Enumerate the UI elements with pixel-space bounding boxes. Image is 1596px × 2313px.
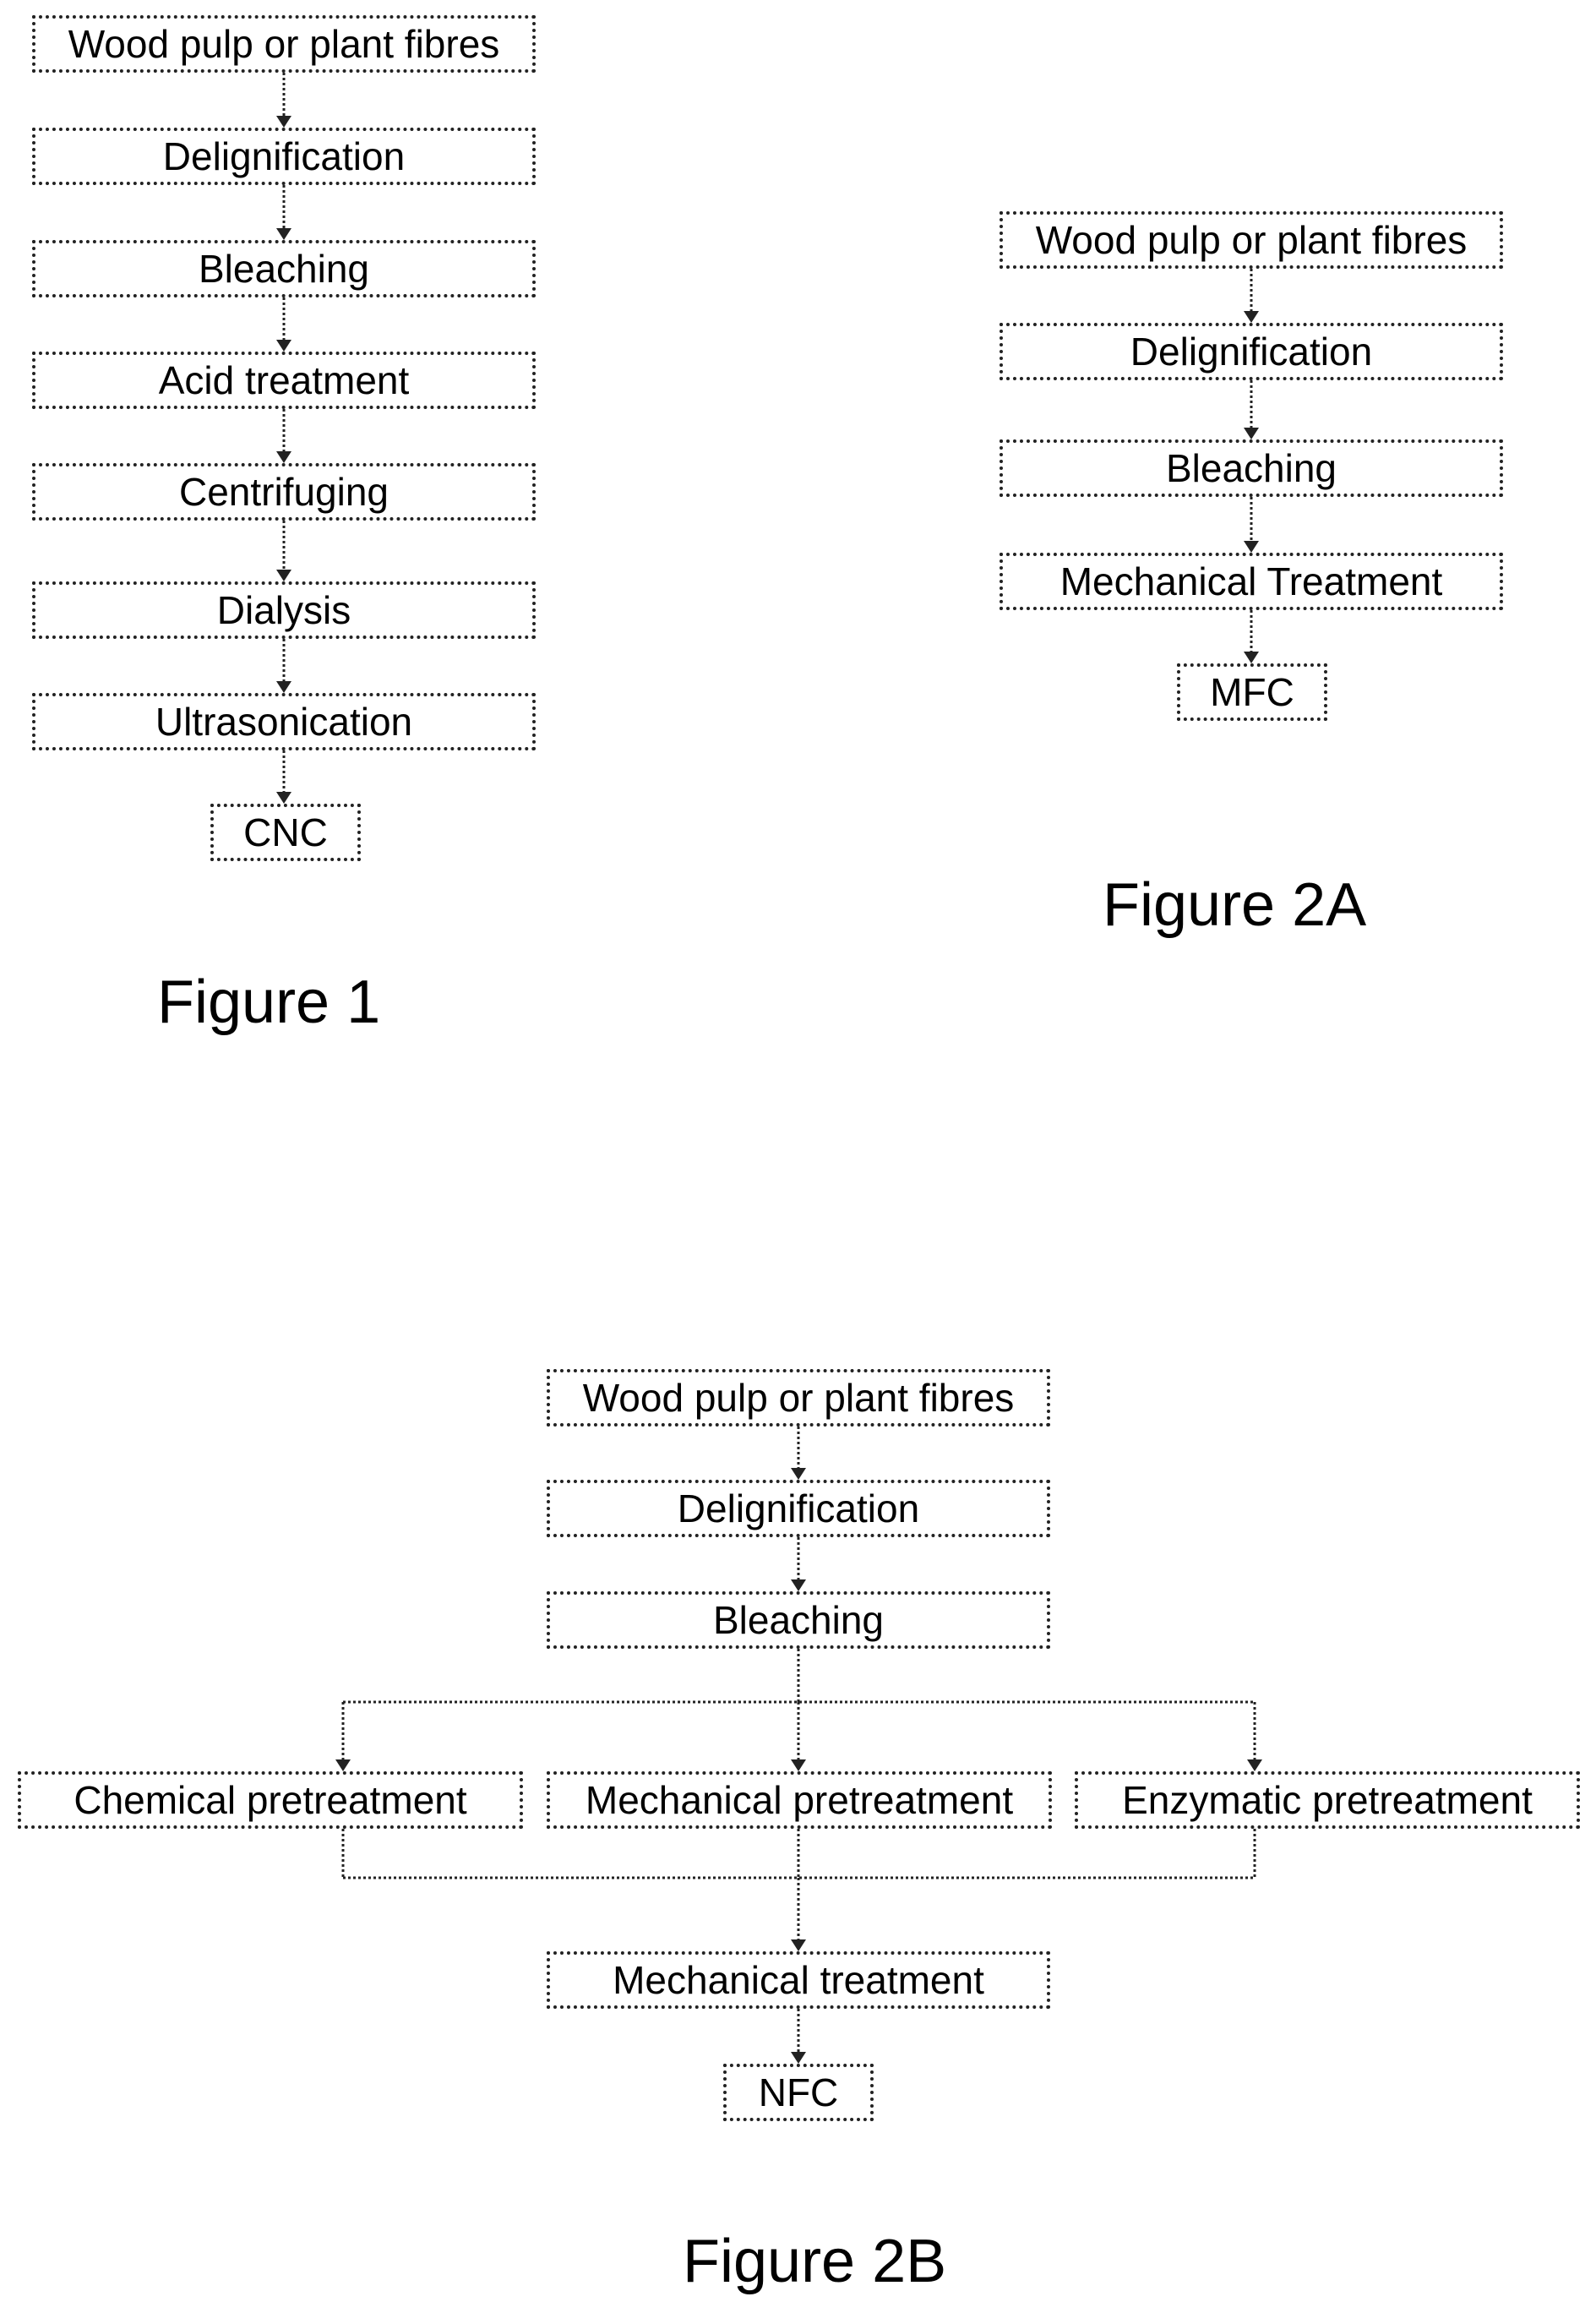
fig1-arrow-4-head (276, 451, 291, 463)
fig1-step-delignification: Delignification (32, 128, 536, 185)
fig1-caption: Figure 1 (157, 972, 380, 1033)
fig2b-step-wood-pulp: Wood pulp or plant fibres (547, 1369, 1050, 1427)
fig1-arrow-6-head (276, 681, 291, 693)
fig2b-product-nfc: NFC (723, 2064, 874, 2121)
fig2a-arrow-1-head (1244, 311, 1259, 323)
fig2b-arrow-enzymatic-head (1247, 1759, 1262, 1771)
fig1-step-bleaching: Bleaching (32, 240, 536, 297)
fig2b-arrow-1-head (791, 1468, 806, 1480)
fig2b-arrow-nfc-head (791, 2052, 806, 2064)
fig2b-step-bleaching: Bleaching (547, 1591, 1050, 1649)
fig1-arrow-1-head (276, 116, 291, 128)
fig2b-enzymatic-pretreatment: Enzymatic pretreatment (1075, 1771, 1580, 1829)
fig1-arrow-5-head (276, 570, 291, 581)
fig2a-arrow-4-head (1244, 652, 1259, 663)
fig1-arrow-7-head (276, 792, 291, 804)
fig1-step-acid-treatment: Acid treatment (32, 352, 536, 409)
fig1-arrow-2-head (276, 228, 291, 240)
fig2b-arrow-merge-head (791, 1939, 806, 1951)
fig2a-arrow-2-head (1244, 428, 1259, 439)
fig1-arrow-3-head (276, 340, 291, 352)
fig2b-caption: Figure 2B (683, 2231, 946, 2292)
fig1-step-centrifuging: Centrifuging (32, 463, 536, 521)
fig2a-arrow-3-head (1244, 541, 1259, 553)
fig2b-mechanical-treatment: Mechanical treatment (547, 1951, 1050, 2009)
fig1-step-ultrasonication: Ultrasonication (32, 693, 536, 750)
fig2b-arrow-chemical-head (335, 1759, 351, 1771)
fig2b-mechanical-pretreatment: Mechanical pretreatment (547, 1771, 1052, 1829)
fig2b-arrow-2-head (791, 1579, 806, 1591)
fig2b-step-delignification: Delignification (547, 1480, 1050, 1537)
fig2a-step-bleaching: Bleaching (1000, 439, 1503, 497)
fig1-product-cnc: CNC (210, 804, 361, 861)
fig2a-step-mechanical-treatment: Mechanical Treatment (1000, 553, 1503, 610)
fig2a-step-delignification: Delignification (1000, 323, 1503, 380)
fig1-step-wood-pulp: Wood pulp or plant fibres (32, 15, 536, 73)
fig1-step-dialysis: Dialysis (32, 581, 536, 639)
fig2b-arrow-mechanical-head (791, 1759, 806, 1771)
fig2b-chemical-pretreatment: Chemical pretreatment (18, 1771, 523, 1829)
fig2a-step-wood-pulp: Wood pulp or plant fibres (1000, 211, 1503, 269)
fig2a-product-mfc: MFC (1177, 663, 1327, 721)
fig2a-caption: Figure 2A (1103, 875, 1366, 936)
